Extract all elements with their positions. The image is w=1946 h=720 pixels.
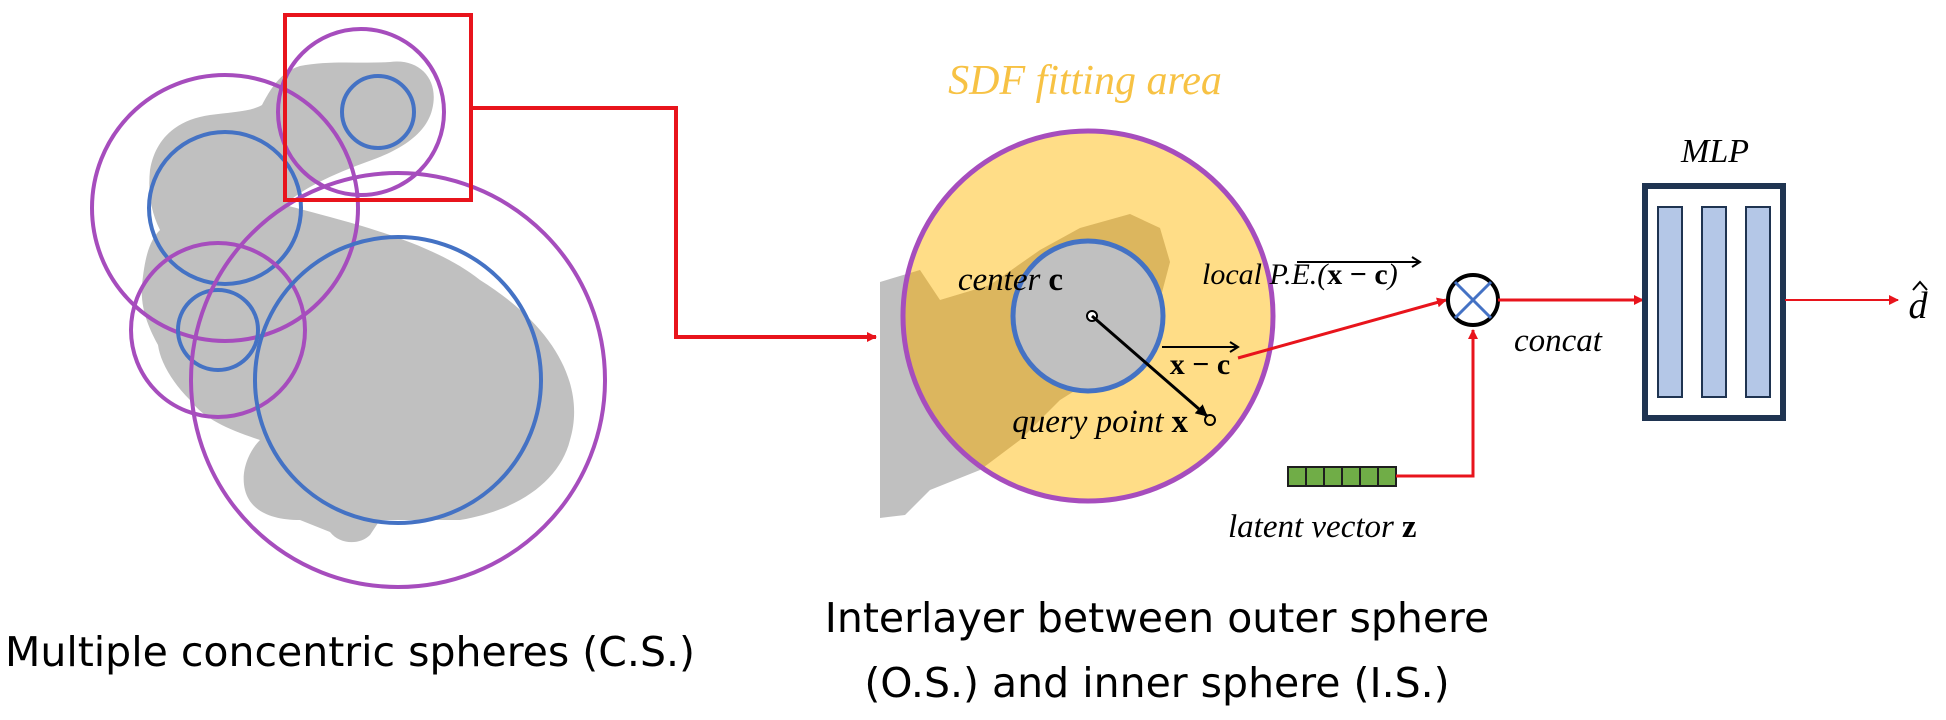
svg-text:d: d (1909, 285, 1929, 327)
outer-sphere-2 (129, 241, 307, 419)
left-caption: Multiple concentric spheres (C.S.) (5, 628, 695, 676)
inner-sphere-3 (253, 235, 543, 525)
offset-vector-arrow (1091, 314, 1208, 418)
local-pe-label: local P.E.(x − c) (1202, 256, 1422, 291)
output-d-hat: d (1909, 280, 1929, 327)
outer-sphere-1 (90, 73, 360, 343)
outer-sphere-zoom (900, 128, 1276, 504)
bunny-silhouette (141, 61, 575, 543)
pe-input-arrow (1237, 297, 1447, 360)
mlp-layer-3 (1745, 206, 1771, 398)
outer-sphere-3 (189, 171, 607, 589)
left-panel: Multiple concentric spheres (C.S.) (5, 13, 695, 676)
offset-vector-label: x − c (1162, 341, 1240, 381)
svg-text:local P.E.(x − c): local P.E.(x − c) (1202, 258, 1398, 291)
latent-vector (1287, 466, 1397, 487)
concat-label: concat (1514, 323, 1603, 359)
zoom-connector-arrow (471, 106, 877, 342)
mlp-block (1642, 183, 1786, 421)
mlp-layer-1 (1657, 206, 1683, 398)
mlp-layer-2 (1701, 206, 1727, 398)
latent-arrow (1396, 329, 1478, 478)
middle-caption-line1: Interlayer between outer sphere (825, 594, 1490, 642)
inner-sphere-1 (147, 130, 303, 286)
outer-sphere-4 (276, 27, 446, 197)
middle-caption-line2: (O.S.) and inner sphere (I.S.) (864, 659, 1449, 707)
concat-operator (1446, 273, 1500, 327)
svg-text:x − c: x − c (1170, 348, 1230, 381)
query-point (1204, 414, 1216, 426)
sdf-area-label: SDF fitting area (948, 58, 1222, 104)
mlp-label: MLP (1680, 133, 1749, 170)
inner-sphere-2 (176, 288, 260, 372)
inner-sphere-4 (340, 74, 416, 150)
